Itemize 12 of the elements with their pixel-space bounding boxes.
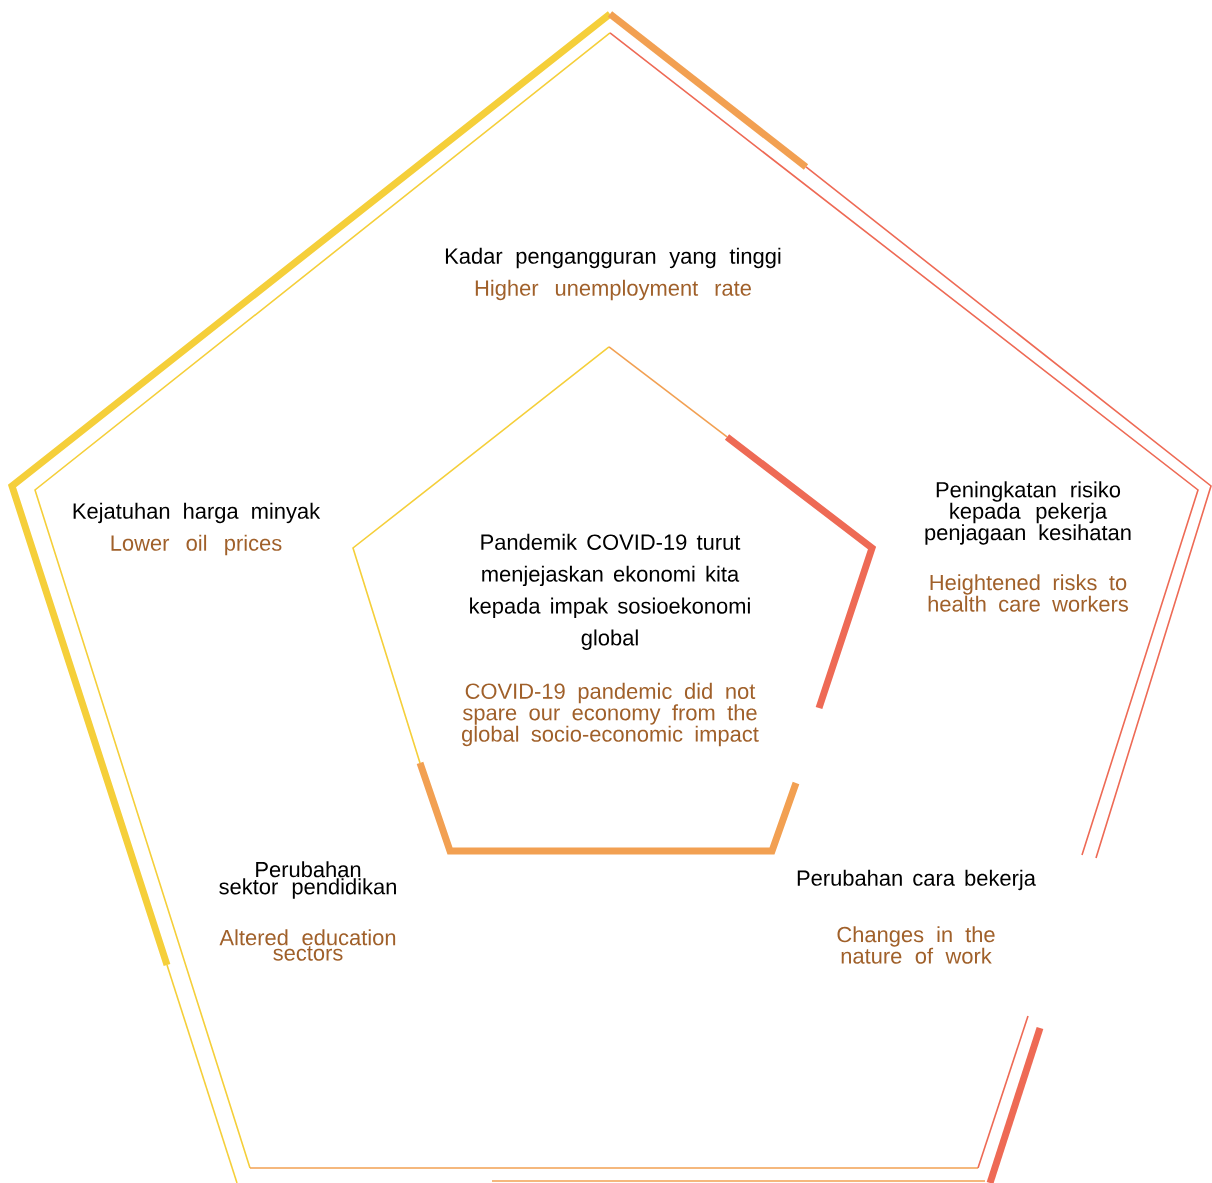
pentagon-frame (7, 11, 1212, 1183)
text-label: Altered education sectors (219, 929, 396, 961)
text-label: Kadar pengangguran yang tinggi (445, 247, 781, 269)
text-label: Peningkatan risiko kepada pekerja penjagaan kesihatan (925, 481, 1131, 545)
text-label: Heightened risks to health care workers (928, 574, 1129, 612)
pentagon-box: Pandemik COVID-19 turut menjejaskan ekonomi kita kepada impak sosioekonomi global COVID-19 pandemic did not spare our economy from the global socio-economic impact (352, 346, 877, 855)
text-label: Kejatuhan harga minyak (73, 502, 321, 524)
text-label: Perubahan sektor pendidikan (219, 861, 396, 899)
text-label: Changes in the nature of work (837, 926, 995, 964)
text-label: Perubahan cara bekerja (797, 869, 1036, 891)
text-label: Higher unemployment rate (475, 279, 751, 301)
text-label: Lower oil prices (111, 534, 282, 556)
